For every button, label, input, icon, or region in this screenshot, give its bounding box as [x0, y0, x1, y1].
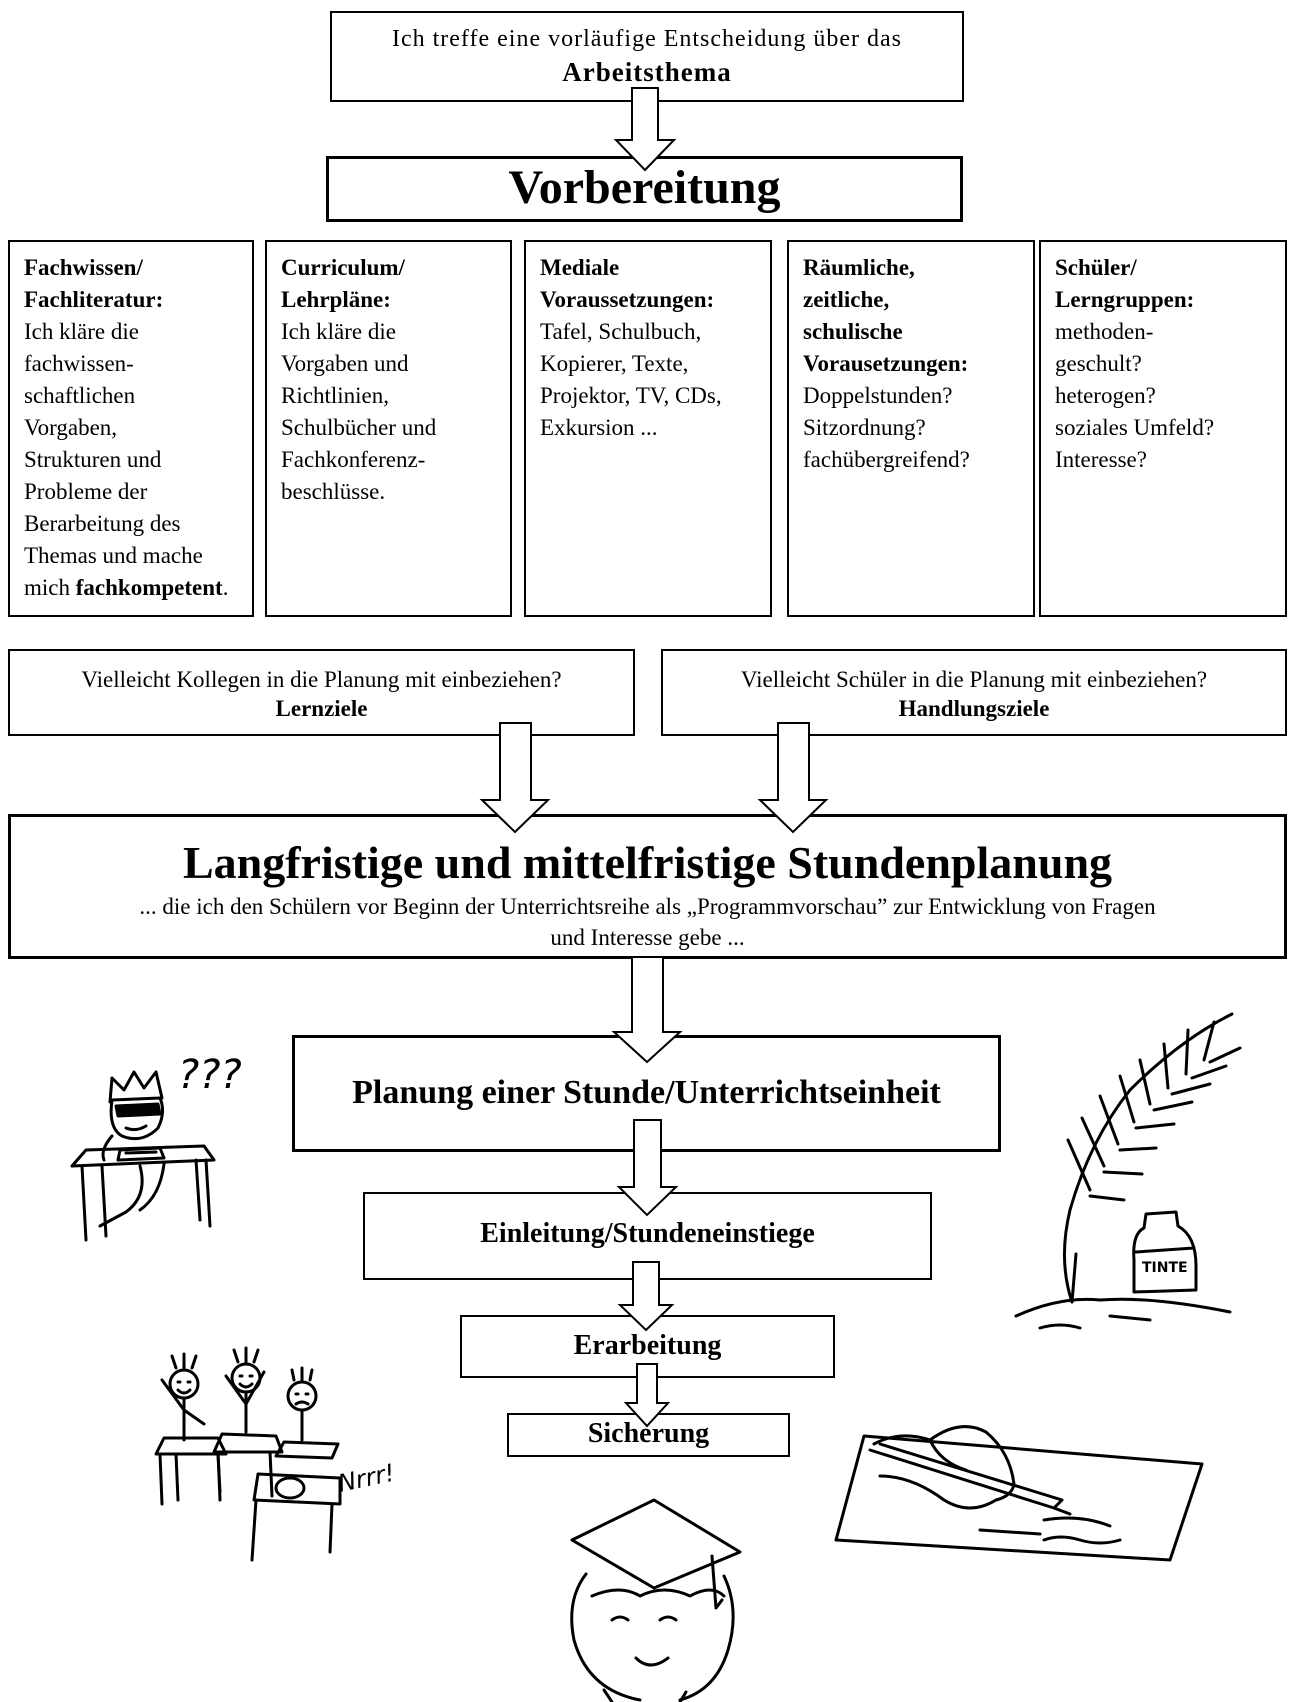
introduction-box: Einleitung/Stundeneinstiege — [363, 1192, 932, 1280]
topic-box: Ich treffe eine vorläufige Entscheidung … — [330, 11, 964, 102]
ink-label: TINTE — [1142, 1260, 1188, 1276]
introduction-title: Einleitung/Stundeneinstiege — [480, 1218, 815, 1249]
students-doodle — [154, 1346, 342, 1562]
column-heading: Schüler/ Lerngruppen: — [1055, 255, 1195, 312]
column-body: Ich kläre die Vorgaben und Richtlinien, … — [281, 319, 437, 504]
topic-title: Arbeitsthema — [562, 57, 732, 87]
question-marks: ??? — [178, 1052, 242, 1098]
column-medien: Mediale Voraussetzungen: Tafel, Schulbuc… — [524, 240, 772, 617]
column-body: methoden- geschult? heterogen? soziales … — [1055, 319, 1215, 472]
colleagues-question: Vielleicht Kollegen in die Planung mit e… — [81, 667, 562, 692]
action-goals-label: Handlungsziele — [898, 696, 1050, 721]
column-fachwissen: Fachwissen/ Fachliteratur: Ich kläre die… — [8, 240, 254, 617]
long-term-title: Langfristige und mittelfristige Stundenp… — [182, 837, 1113, 888]
consolidation-title: Sicherung — [587, 1418, 710, 1449]
colleagues-box: Vielleicht Kollegen in die Planung mit e… — [8, 649, 635, 736]
column-raeumlich: Räumliche, zeitliche, schulische Vorause… — [787, 240, 1035, 617]
column-body: Ich kläre die fachwissen- schaftlichen V… — [24, 316, 242, 604]
topic-line: Ich treffe eine vorläufige Entscheidung … — [391, 26, 903, 52]
column-curriculum: Curriculum/ Lehrpläne: Ich kläre die Vor… — [265, 240, 512, 617]
column-emphasis: fachkompetent — [75, 575, 223, 600]
column-body: Doppelstunden? Sitzordnung? fachübergrei… — [803, 383, 970, 472]
consolidation-box: Sicherung — [507, 1413, 790, 1457]
students-box: Vielleicht Schüler in die Planung mit ei… — [661, 649, 1287, 736]
column-body-text: Ich kläre die fachwissen- schaftlichen V… — [24, 319, 203, 600]
lesson-planning-title: Planung einer Stunde/Unterrichtseinheit — [352, 1074, 941, 1111]
preparation-box: Vorbereitung — [326, 156, 963, 222]
long-term-subtitle-1: ... die ich den Schülern vor Beginn der … — [139, 894, 1156, 919]
work-phase-title: Erarbeitung — [573, 1330, 722, 1361]
column-heading: Mediale Voraussetzungen: — [540, 255, 715, 312]
column-schueler: Schüler/ Lerngruppen: methoden- geschult… — [1039, 240, 1287, 617]
column-tail: . — [222, 575, 229, 600]
work-phase-box: Erarbeitung — [460, 1315, 835, 1378]
graduate-doodle — [570, 1498, 742, 1702]
column-body: Tafel, Schulbuch, Kopierer, Texte, Proje… — [540, 319, 722, 440]
grumble-text: Nrrr! — [335, 1459, 397, 1498]
confused-student-doodle — [70, 1070, 216, 1242]
writing-hand-doodle — [834, 1425, 1204, 1562]
lesson-planning-box: Planung einer Stunde/Unterrichtseinheit — [292, 1035, 1001, 1152]
students-question: Vielleicht Schüler in die Planung mit ei… — [740, 667, 1208, 692]
column-heading: Fachwissen/ Fachliteratur: — [24, 255, 164, 312]
column-heading: Curriculum/ Lehrpläne: — [281, 255, 405, 312]
long-term-subtitle-2: und Interesse gebe ... — [550, 925, 745, 950]
preparation-title: Vorbereitung — [508, 161, 781, 214]
long-term-planning-box: Langfristige und mittelfristige Stundenp… — [8, 814, 1287, 959]
column-heading: Räumliche, zeitliche, schulische Vorause… — [803, 255, 969, 376]
learning-goals-label: Lernziele — [275, 696, 368, 721]
quill-and-ink-doodle — [1014, 1012, 1242, 1330]
